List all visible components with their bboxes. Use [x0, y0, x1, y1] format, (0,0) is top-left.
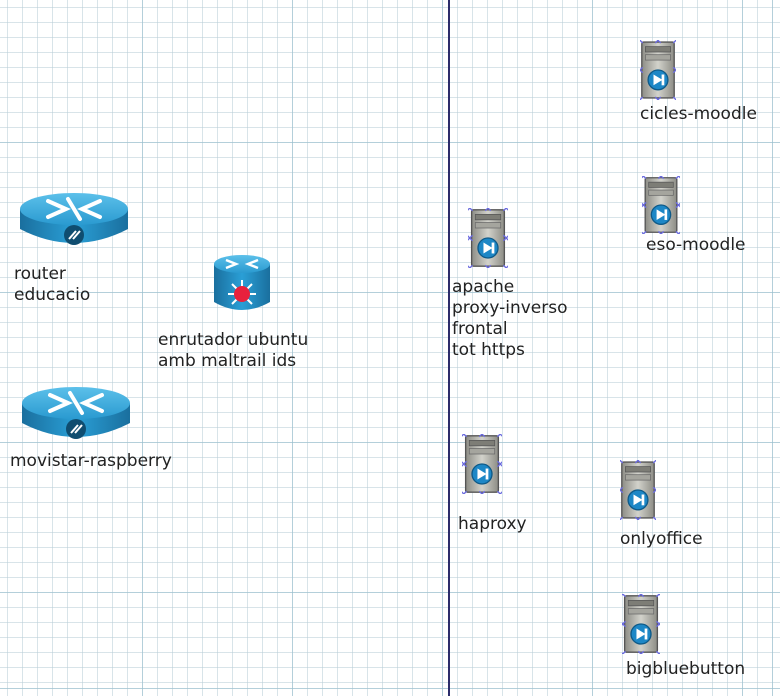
server-icon	[642, 176, 680, 234]
node-apache[interactable]: apache proxy-inverso frontal tot https	[452, 205, 597, 370]
selection-handles	[620, 460, 656, 520]
node-onlyoffice[interactable]: onlyoffice	[618, 458, 738, 553]
node-cicles-moodle[interactable]: cicles-moodle	[638, 38, 778, 130]
server-icon	[462, 434, 502, 494]
node-label: haproxy	[458, 514, 527, 534]
node-label: onlyoffice	[620, 529, 703, 549]
zone-divider	[448, 0, 450, 696]
server-icon	[640, 40, 676, 100]
selection-handles	[468, 208, 508, 268]
server-icon	[622, 594, 660, 654]
node-label: router educacio	[14, 264, 91, 305]
selection-handles	[640, 40, 676, 100]
node-label: enrutador ubuntu amb maltrail ids	[158, 330, 309, 371]
node-label: eso-moodle	[646, 235, 746, 255]
router-icon	[18, 188, 130, 250]
router-icon	[20, 382, 132, 444]
node-label: apache proxy-inverso frontal tot https	[452, 277, 568, 360]
node-label: movistar-raspberry	[10, 451, 172, 471]
node-haproxy[interactable]: haproxy	[456, 432, 556, 542]
node-label: bigbluebutton	[626, 659, 746, 679]
selection-handles	[462, 434, 502, 494]
node-movistar-raspberry[interactable]: movistar-raspberry	[10, 382, 200, 474]
server-icon	[620, 460, 656, 520]
ids-router-icon	[214, 255, 270, 310]
node-enrutador-ubuntu[interactable]: enrutador ubuntu amb maltrail ids	[158, 254, 338, 379]
node-eso-moodle[interactable]: eso-moodle	[640, 174, 770, 264]
selection-handles	[642, 176, 680, 234]
node-label: cicles-moodle	[640, 104, 757, 124]
node-router-educacio[interactable]: router educacio	[14, 188, 130, 305]
server-icon	[468, 208, 508, 268]
selection-handles	[622, 594, 660, 654]
node-bigbluebutton[interactable]: bigbluebutton	[620, 592, 770, 687]
